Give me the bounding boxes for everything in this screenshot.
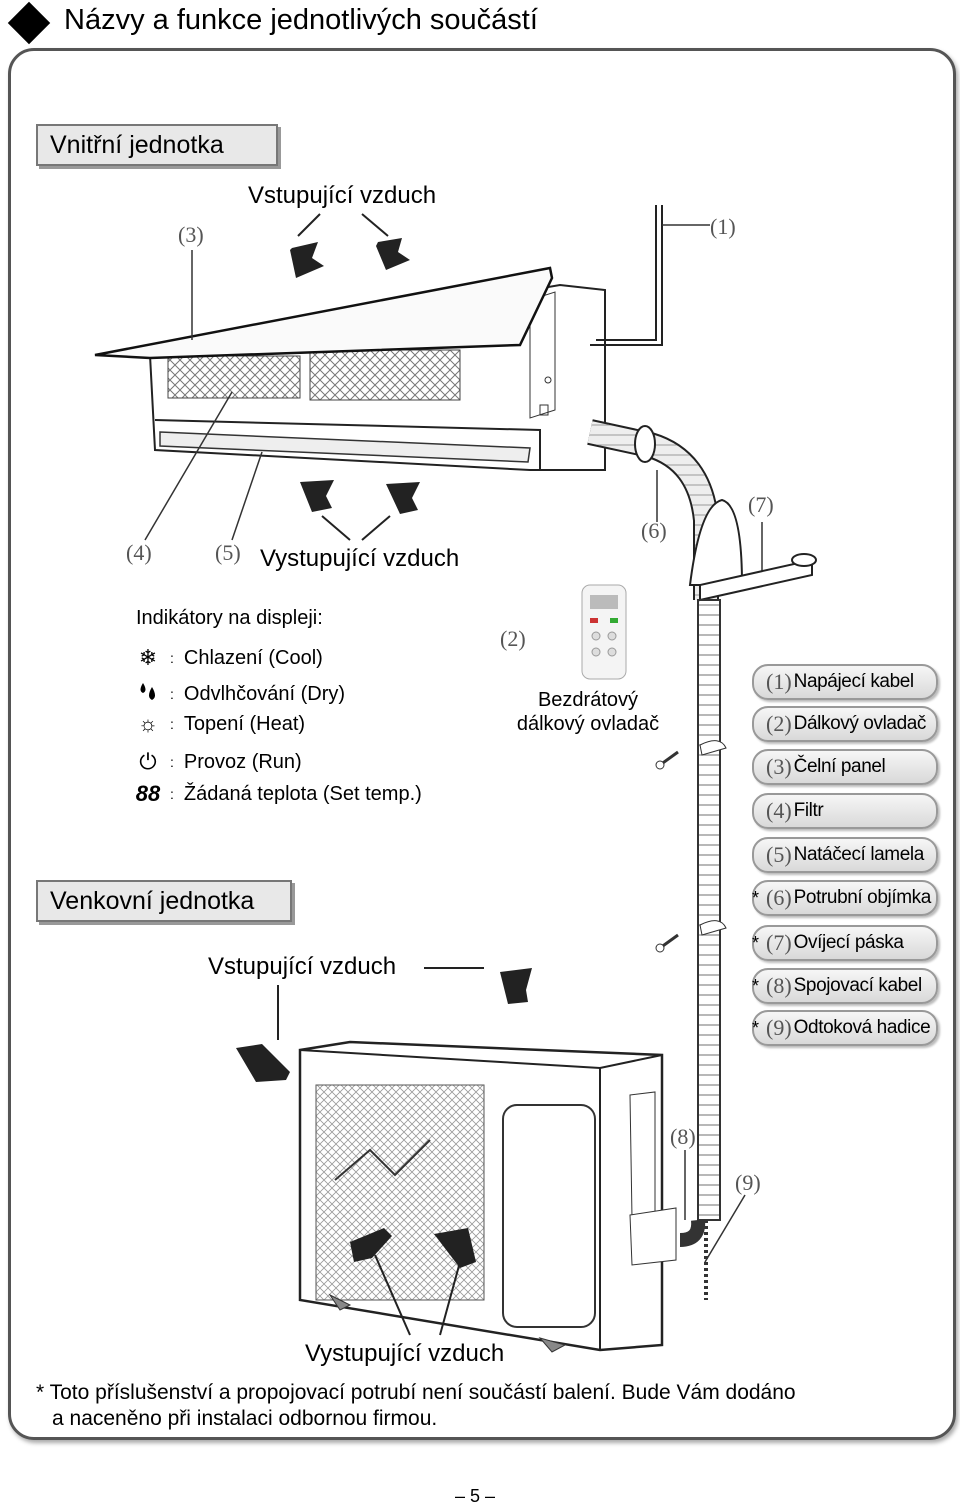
callout-4: (4) bbox=[126, 540, 152, 565]
page-number: – 5 – bbox=[455, 1486, 496, 1506]
display-heading: Indikátory na displeji: bbox=[136, 607, 323, 629]
legend-dry-text: Odvlhčování (Dry) bbox=[183, 682, 346, 705]
footnote-line1: * Toto příslušenství a propojovací potru… bbox=[36, 1381, 796, 1404]
part-pill-9: * (9)Odtoková hadice bbox=[752, 1010, 938, 1046]
outdoor-air-out-text: Vystupující vzduch bbox=[305, 1340, 505, 1367]
remote-caption: Bezdrátový dálkový ovladač bbox=[510, 688, 666, 736]
air-out-arrows bbox=[300, 480, 420, 541]
outdoor-unit-label: Venkovní jednotka bbox=[36, 880, 292, 922]
part-pill-8: * (8)Spojovací kabel bbox=[752, 968, 938, 1004]
part-pill-3: (3)Čelní panel bbox=[752, 749, 938, 785]
part-pill-6: * (6)Potrubní objímka bbox=[752, 880, 938, 916]
callout-5: (5) bbox=[215, 540, 241, 565]
legend-heat: ☼: Topení (Heat) bbox=[134, 711, 305, 737]
callout-7: (7) bbox=[748, 492, 774, 517]
footnote-line2: a naceněno při instalaci odbornou firmou… bbox=[52, 1407, 438, 1430]
snowflake-icon: ❄ bbox=[138, 645, 158, 670]
legend-set-temp-text: Žádaná teplota (Set temp.) bbox=[183, 782, 422, 805]
part-pill-5: (5)Natáčecí lamela bbox=[752, 837, 938, 873]
callout-9: (9) bbox=[735, 1170, 761, 1195]
part-pill-1: (1)Napájecí kabel bbox=[752, 664, 938, 700]
callout-6: (6) bbox=[641, 518, 667, 543]
remote-control-image bbox=[581, 584, 627, 680]
callout-1: (1) bbox=[710, 214, 736, 239]
legend-heat-text: Topení (Heat) bbox=[183, 712, 306, 735]
digits-icon: 88 bbox=[135, 781, 161, 806]
footnote: * Toto příslušenství a propojovací potru… bbox=[36, 1380, 796, 1432]
legend-set-temp: 88: Žádaná teplota (Set temp.) bbox=[135, 781, 422, 806]
callout-numbers: (3) (1) (4) (5) (6) (7) (8) (9) bbox=[126, 214, 774, 1195]
part-pill-7: * (7)Ovíjecí páska bbox=[752, 925, 938, 961]
remote-callout: (2) bbox=[500, 626, 526, 651]
air-in-arrows bbox=[290, 213, 410, 278]
callout-3: (3) bbox=[178, 222, 204, 247]
content-frame bbox=[8, 48, 956, 1440]
screw-icons bbox=[655, 750, 679, 953]
indoor-air-in-text: Vstupující vzduch bbox=[248, 182, 437, 209]
legend-cool-text: Chlazení (Cool) bbox=[183, 646, 323, 669]
legend-run-text: Provoz (Run) bbox=[183, 750, 302, 773]
outdoor-unit bbox=[298, 1040, 677, 1353]
legend-run: ⏻: Provoz (Run) bbox=[134, 749, 302, 775]
pipe-assembly bbox=[587, 419, 817, 1300]
indoor-unit-label: Vnitřní jednotka bbox=[36, 124, 278, 166]
indoor-air-out-text: Vystupující vzduch bbox=[260, 545, 460, 572]
remote-caption-line2: dálkový ovladač bbox=[516, 713, 660, 735]
outdoor-air-arrows bbox=[236, 967, 532, 1336]
sun-icon: ☼ bbox=[137, 711, 159, 736]
outdoor-air-in-text: Vstupující vzduch bbox=[208, 953, 397, 980]
legend-dry: : Odvlhčování (Dry) bbox=[134, 679, 345, 709]
part-pill-4: (4)Filtr bbox=[752, 793, 938, 829]
remote-caption-line1: Bezdrátový bbox=[537, 689, 639, 711]
part-pill-2: (2)Dálkový ovladač bbox=[752, 706, 938, 742]
legend-cool: ❄: Chlazení (Cool) bbox=[134, 645, 323, 671]
indoor-unit bbox=[94, 205, 663, 471]
power-icon: ⏻ bbox=[139, 749, 157, 774]
page-title: Názvy a funkce jednotlivých součástí bbox=[64, 4, 538, 36]
drops-icon bbox=[134, 679, 162, 709]
callout-8: (8) bbox=[670, 1124, 696, 1149]
